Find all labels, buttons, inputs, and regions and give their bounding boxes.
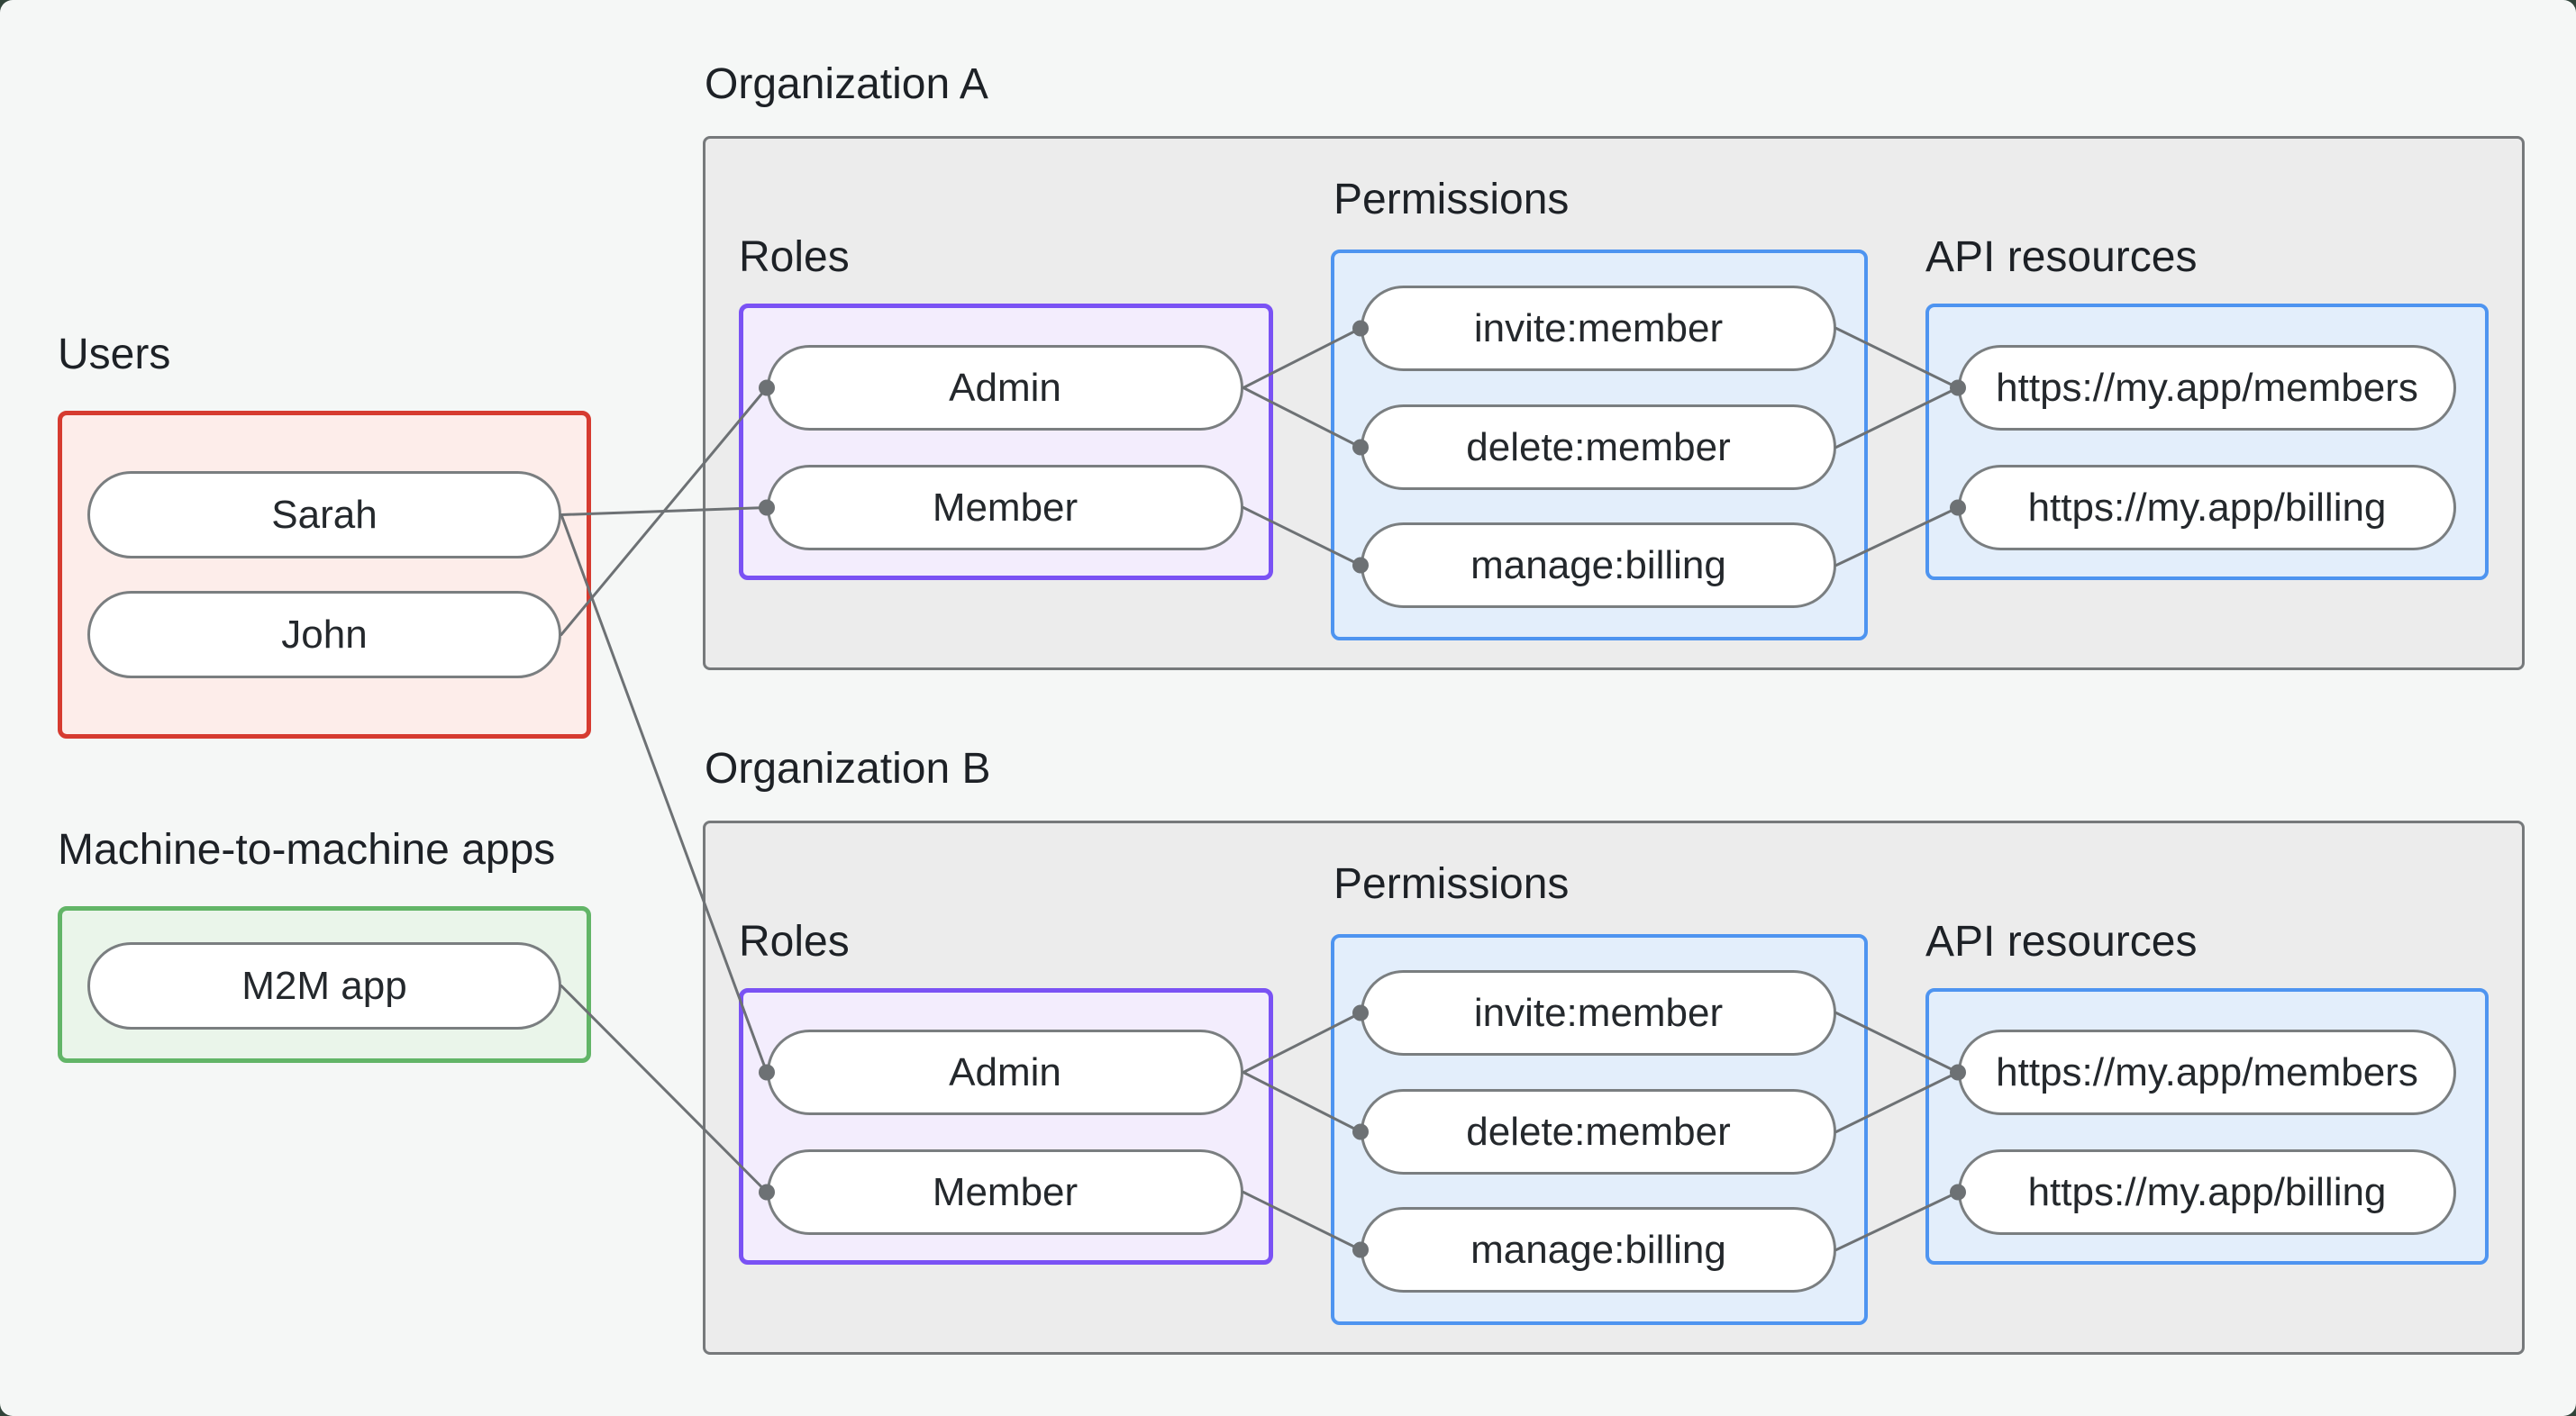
org-b-title: Organization B — [705, 745, 991, 793]
org-a-api-resources-label: API resources — [1925, 233, 2198, 281]
node-label: invite:member — [1473, 305, 1724, 350]
node-label: Member — [932, 485, 1079, 530]
node-org-a-role-member: Member — [767, 465, 1243, 550]
users-group-label: Users — [58, 331, 171, 378]
node-label: delete:member — [1466, 1109, 1731, 1154]
node-org-b-api-billing-url: https://my.app/billing — [1958, 1149, 2456, 1235]
node-user-sarah: Sarah — [87, 471, 561, 558]
node-label: Sarah — [271, 492, 378, 537]
node-org-a-role-admin: Admin — [767, 345, 1243, 431]
org-a-roles-label: Roles — [739, 233, 850, 281]
node-label: https://my.app/members — [1996, 365, 2418, 410]
org-b-roles-label: Roles — [739, 918, 850, 966]
node-org-a-permission-delete-member: delete:member — [1361, 404, 1836, 490]
org-b-api-resources-label: API resources — [1925, 918, 2198, 966]
node-label: Admin — [949, 365, 1061, 410]
node-org-b-api-members-url: https://my.app/members — [1958, 1030, 2456, 1115]
node-label: https://my.app/billing — [2027, 1169, 2387, 1214]
node-org-b-permission-delete-member: delete:member — [1361, 1089, 1836, 1175]
node-org-b-permission-manage-billing: manage:billing — [1361, 1207, 1836, 1293]
org-a-permissions-label: Permissions — [1334, 176, 1570, 223]
org-b-permissions-label: Permissions — [1334, 860, 1570, 908]
node-label: https://my.app/billing — [2027, 485, 2387, 530]
node-label: John — [281, 612, 368, 657]
node-org-a-api-billing-url: https://my.app/billing — [1958, 465, 2456, 550]
org-a-title: Organization A — [705, 60, 988, 108]
node-label: https://my.app/members — [1996, 1049, 2418, 1094]
m2m-group-label: Machine-to-machine apps — [58, 826, 556, 874]
node-label: Member — [932, 1169, 1079, 1214]
node-label: manage:billing — [1470, 542, 1726, 587]
node-org-b-role-member: Member — [767, 1149, 1243, 1235]
node-label: Admin — [949, 1049, 1061, 1094]
node-org-b-role-admin: Admin — [767, 1030, 1243, 1115]
node-label: delete:member — [1466, 424, 1731, 469]
node-org-a-permission-invite-member: invite:member — [1361, 286, 1836, 371]
node-user-john: John — [87, 591, 561, 678]
users-group-box — [58, 411, 591, 739]
node-org-a-permission-manage-billing: manage:billing — [1361, 522, 1836, 608]
node-label: M2M app — [241, 963, 407, 1008]
node-org-a-api-members-url: https://my.app/members — [1958, 345, 2456, 431]
node-m2m-app: M2M app — [87, 942, 561, 1030]
node-label: manage:billing — [1470, 1227, 1726, 1272]
node-org-b-permission-invite-member: invite:member — [1361, 970, 1836, 1056]
node-label: invite:member — [1473, 990, 1724, 1035]
